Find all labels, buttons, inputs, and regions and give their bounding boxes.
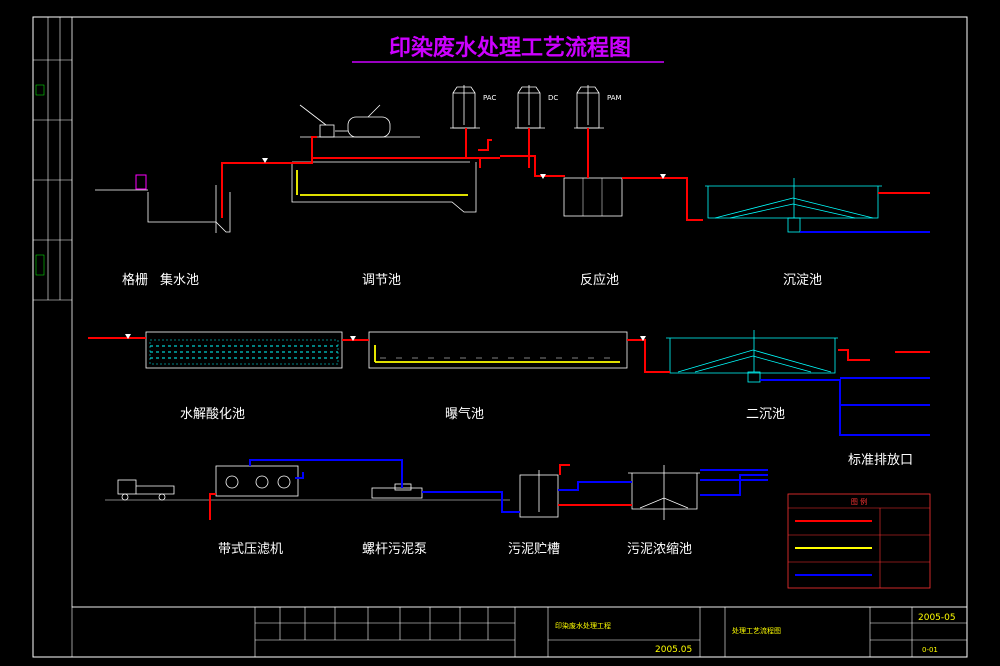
filtrate-lines — [209, 464, 632, 520]
screw-pump — [371, 483, 423, 499]
inner-frame — [71, 16, 968, 608]
chemical-dosing-tanks — [450, 85, 604, 129]
project-name: 印染废水处理工程 — [555, 621, 611, 630]
sludge-lines — [249, 459, 768, 513]
drawing-title: 处理工艺流程图 — [732, 626, 781, 635]
dc-label: DC — [548, 94, 558, 102]
title-block — [71, 606, 968, 658]
legend-title: 图 例 — [851, 497, 867, 506]
grating-icon — [135, 174, 147, 190]
hydrolysis-packing — [149, 339, 339, 365]
legend-box — [787, 493, 931, 589]
label-belt-press: 带式压滤机 — [218, 542, 283, 557]
label-secondary-settling: 二沉池 — [746, 407, 785, 422]
belt-press — [215, 465, 299, 497]
sludge-storage-tank — [519, 470, 559, 518]
wastewater-line-row1 — [221, 128, 930, 221]
outer-frame — [32, 16, 968, 658]
truck-icon — [117, 479, 175, 501]
settling-tank — [705, 178, 882, 233]
pac-label: PAC — [483, 94, 496, 102]
label-equalization: 调节池 — [362, 273, 401, 288]
project-number: 2005-05 — [918, 613, 956, 623]
secondary-settling-tank — [666, 330, 838, 383]
pam-label: PAM — [607, 94, 622, 102]
label-hydrolysis: 水解酸化池 — [180, 407, 245, 422]
label-screw-pump: 螺杆污泥泵 — [362, 542, 427, 557]
blower-icon — [299, 104, 420, 138]
label-discharge: 标准排放口 — [848, 453, 913, 468]
valve-icon — [125, 158, 666, 341]
aeration-tank — [368, 331, 628, 369]
equalization-tank — [291, 161, 477, 213]
diagram-title: 印染废水处理工艺流程图 — [389, 35, 631, 61]
hydrolysis-tank — [145, 331, 343, 369]
sludge-thickener — [628, 465, 700, 520]
label-sump: 集水池 — [160, 272, 199, 288]
drawing-date: 2005.05 — [655, 645, 692, 655]
discharge-lines — [760, 377, 930, 436]
label-reaction: 反应池 — [580, 272, 619, 288]
label-sludge-thickener: 污泥浓缩池 — [627, 541, 692, 557]
label-aeration: 曝气池 — [445, 406, 484, 422]
drawing-number: 0-01 — [922, 646, 938, 654]
label-settling: 沉淀池 — [783, 273, 822, 288]
wastewater-line-row2 — [88, 337, 930, 373]
reaction-tank — [563, 177, 623, 217]
label-sludge-storage: 污泥贮槽 — [508, 542, 560, 557]
sump-pit — [95, 185, 231, 233]
label-grating: 格栅 — [122, 272, 148, 288]
